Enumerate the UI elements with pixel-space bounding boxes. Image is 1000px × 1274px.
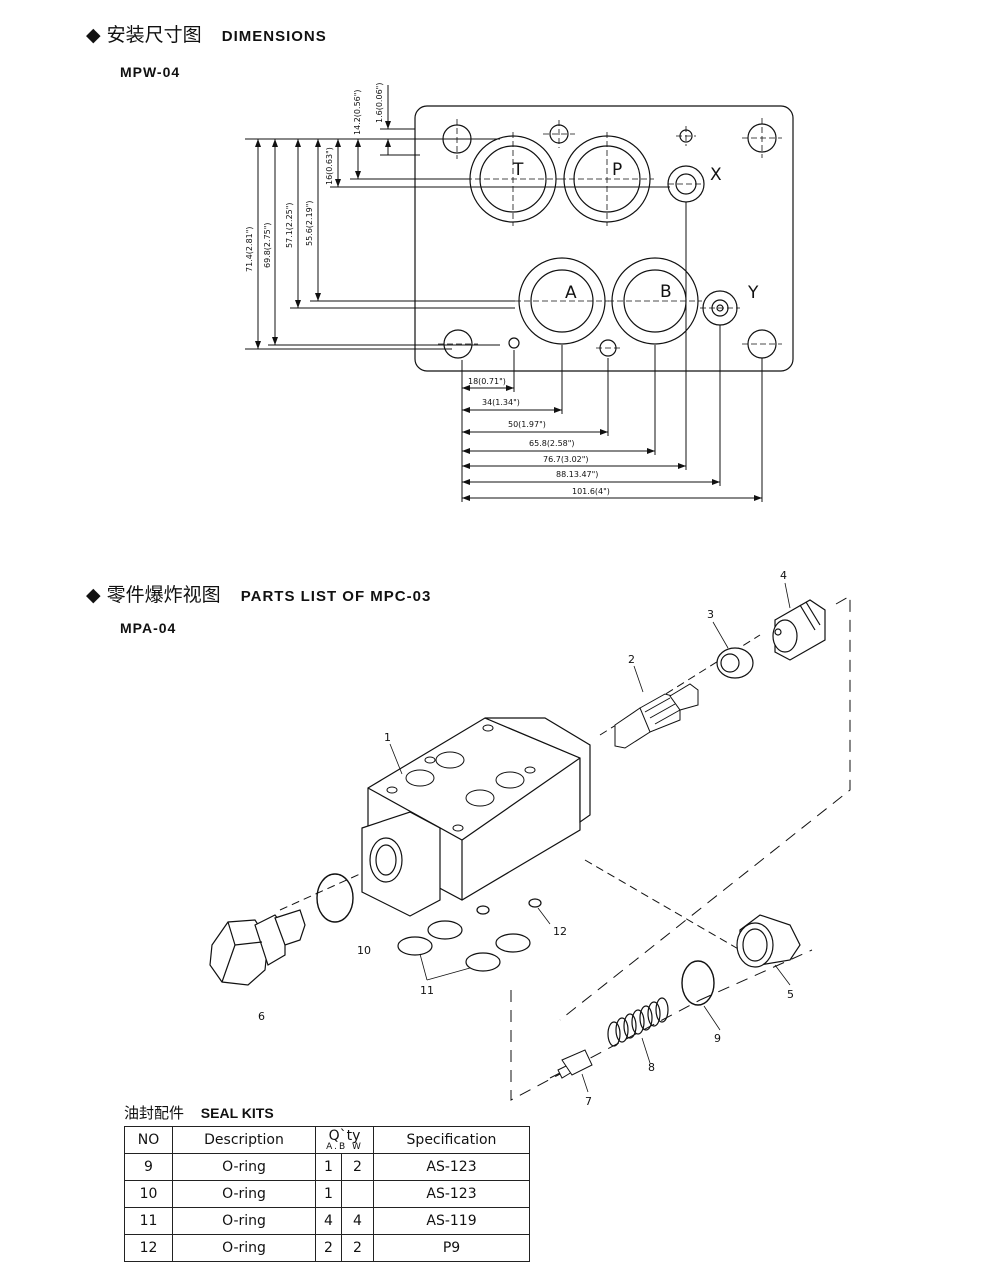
cell-no: 11 xyxy=(124,1207,173,1235)
port-label-b: B xyxy=(660,282,672,302)
parts-title-cn: 零件爆炸视图 xyxy=(106,584,221,606)
table-row: 9 O-ring 1 2 AS-123 xyxy=(124,1153,530,1181)
cell-description: O-ring xyxy=(172,1234,316,1262)
port-label-p: P xyxy=(612,160,622,180)
cell-qty-ab: 2 xyxy=(315,1234,342,1262)
callout-11: 11 xyxy=(420,984,434,997)
header-no: NO xyxy=(124,1126,173,1154)
header-qty: Q`ty A.B W xyxy=(315,1126,374,1154)
valve-body-part-1 xyxy=(361,717,591,917)
dim-h-18: 18(0.71") xyxy=(468,377,506,386)
dimensions-title-en: DIMENSIONS xyxy=(221,28,327,45)
cell-qty-w: 2 xyxy=(341,1153,374,1181)
cell-qty-ab: 1 xyxy=(315,1180,342,1208)
diamond-bullet-icon: ◆ xyxy=(86,24,101,46)
cell-no: 10 xyxy=(124,1180,173,1208)
pin-hole xyxy=(508,337,520,349)
header-qty-ab: A.B xyxy=(326,1141,348,1152)
diamond-bullet-icon: ◆ xyxy=(86,584,101,606)
cell-description: O-ring xyxy=(172,1207,316,1235)
dim-v-71-4: 71.4(2.81") xyxy=(245,226,254,272)
table-row: 10 O-ring 1 AS-123 xyxy=(124,1180,530,1208)
part-3-washer xyxy=(716,647,754,679)
part-5-plug xyxy=(736,914,801,968)
part-6-plug xyxy=(209,909,306,986)
dim-v-57-1: 57.1(2.25") xyxy=(285,202,294,248)
part-7-poppet xyxy=(549,1049,593,1079)
dim-v-55-6: 55.6(2.19") xyxy=(305,200,314,246)
parts-title-en: PARTS LIST OF MPC-03 xyxy=(240,588,432,605)
callout-5: 5 xyxy=(787,988,794,1001)
callout-7: 7 xyxy=(585,1095,592,1105)
part-8-spring xyxy=(607,997,669,1047)
cell-spec: AS-123 xyxy=(373,1180,530,1208)
header-specification: Specification xyxy=(373,1126,530,1154)
dim-h-50: 50(1.97") xyxy=(508,420,546,429)
dim-h-88: 88.13.47") xyxy=(556,470,598,479)
callout-1: 1 xyxy=(384,731,391,744)
callout-4: 4 xyxy=(780,569,787,582)
callout-12: 12 xyxy=(553,925,567,938)
callout-10: 10 xyxy=(357,944,371,957)
seal-kits-title-en: SEAL KITS xyxy=(200,1105,274,1121)
callout-2: 2 xyxy=(628,653,635,666)
dim-h-101-6: 101.6(4") xyxy=(572,487,610,496)
cell-spec: AS-123 xyxy=(373,1153,530,1181)
parts-heading: ◆ 零件爆炸视图 PARTS LIST OF MPC-03 xyxy=(86,580,431,607)
callout-6: 6 xyxy=(258,1010,265,1023)
dim-h-65-8: 65.8(2.58") xyxy=(529,439,575,448)
cell-qty-w xyxy=(341,1180,374,1208)
port-label-x: X xyxy=(710,165,722,185)
mounting-plate-outline xyxy=(414,105,794,372)
cell-qty-w: 2 xyxy=(341,1234,374,1262)
dim-v-1-6: 1.6(0.06") xyxy=(375,83,384,123)
seal-kits-title-cn: 油封配件 xyxy=(124,1104,185,1122)
cell-spec: AS-119 xyxy=(373,1207,530,1235)
part-11-orings xyxy=(397,920,531,972)
callout-3: 3 xyxy=(707,608,714,621)
dim-v-14-2: 14.2(0.56") xyxy=(353,89,362,135)
dimensions-title-cn: 安装尺寸图 xyxy=(106,24,202,46)
header-description: Description xyxy=(172,1126,316,1154)
part-10-oring xyxy=(316,873,354,923)
cell-no: 9 xyxy=(124,1153,173,1181)
cell-description: O-ring xyxy=(172,1180,316,1208)
callout-9: 9 xyxy=(714,1032,721,1045)
dimensions-model: MPW-04 xyxy=(120,64,181,80)
port-label-y: Y xyxy=(747,283,759,303)
dim-h-34: 34(1.34") xyxy=(482,398,520,407)
cell-no: 12 xyxy=(124,1234,173,1262)
header-qty-w: W xyxy=(352,1141,363,1152)
port-label-t: T xyxy=(512,160,524,180)
cell-qty-ab: 4 xyxy=(315,1207,342,1235)
part-4-plug xyxy=(772,599,826,661)
cell-qty-ab: 1 xyxy=(315,1153,342,1181)
dim-v-16: 16(0.63") xyxy=(325,147,334,185)
cell-qty-w: 4 xyxy=(341,1207,374,1235)
parts-model: MPA-04 xyxy=(120,620,177,636)
header-qty-label: Q`ty xyxy=(328,1127,361,1144)
part-2-fitting xyxy=(614,683,699,749)
dim-v-69-8: 69.8(2.75") xyxy=(263,222,272,268)
callout-8: 8 xyxy=(648,1061,655,1074)
port-label-a: A xyxy=(565,283,577,303)
table-row: 12 O-ring 2 2 P9 xyxy=(124,1234,530,1262)
dim-h-76-7: 76.7(3.02") xyxy=(543,455,589,464)
dimension-drawing: T P A B X Y 71.4(2.81") 6 xyxy=(245,83,794,502)
cell-description: O-ring xyxy=(172,1153,316,1181)
table-header-row: NO Description Q`ty A.B W Specification xyxy=(124,1126,530,1154)
table-row: 11 O-ring 4 4 AS-119 xyxy=(124,1207,530,1235)
dimensions-heading: ◆ 安装尺寸图 DIMENSIONS xyxy=(86,20,327,47)
exploded-view-drawing: 1 2 3 4 5 6 7 8 9 10 11 12 xyxy=(209,569,851,1105)
seal-kits-table: NO Description Q`ty A.B W Specification … xyxy=(124,1126,530,1262)
seal-kits-heading: 油封配件 SEAL KITS xyxy=(124,1102,274,1123)
part-12-orings xyxy=(476,898,542,915)
part-9-oring xyxy=(681,960,715,1006)
cell-spec: P9 xyxy=(373,1234,530,1262)
